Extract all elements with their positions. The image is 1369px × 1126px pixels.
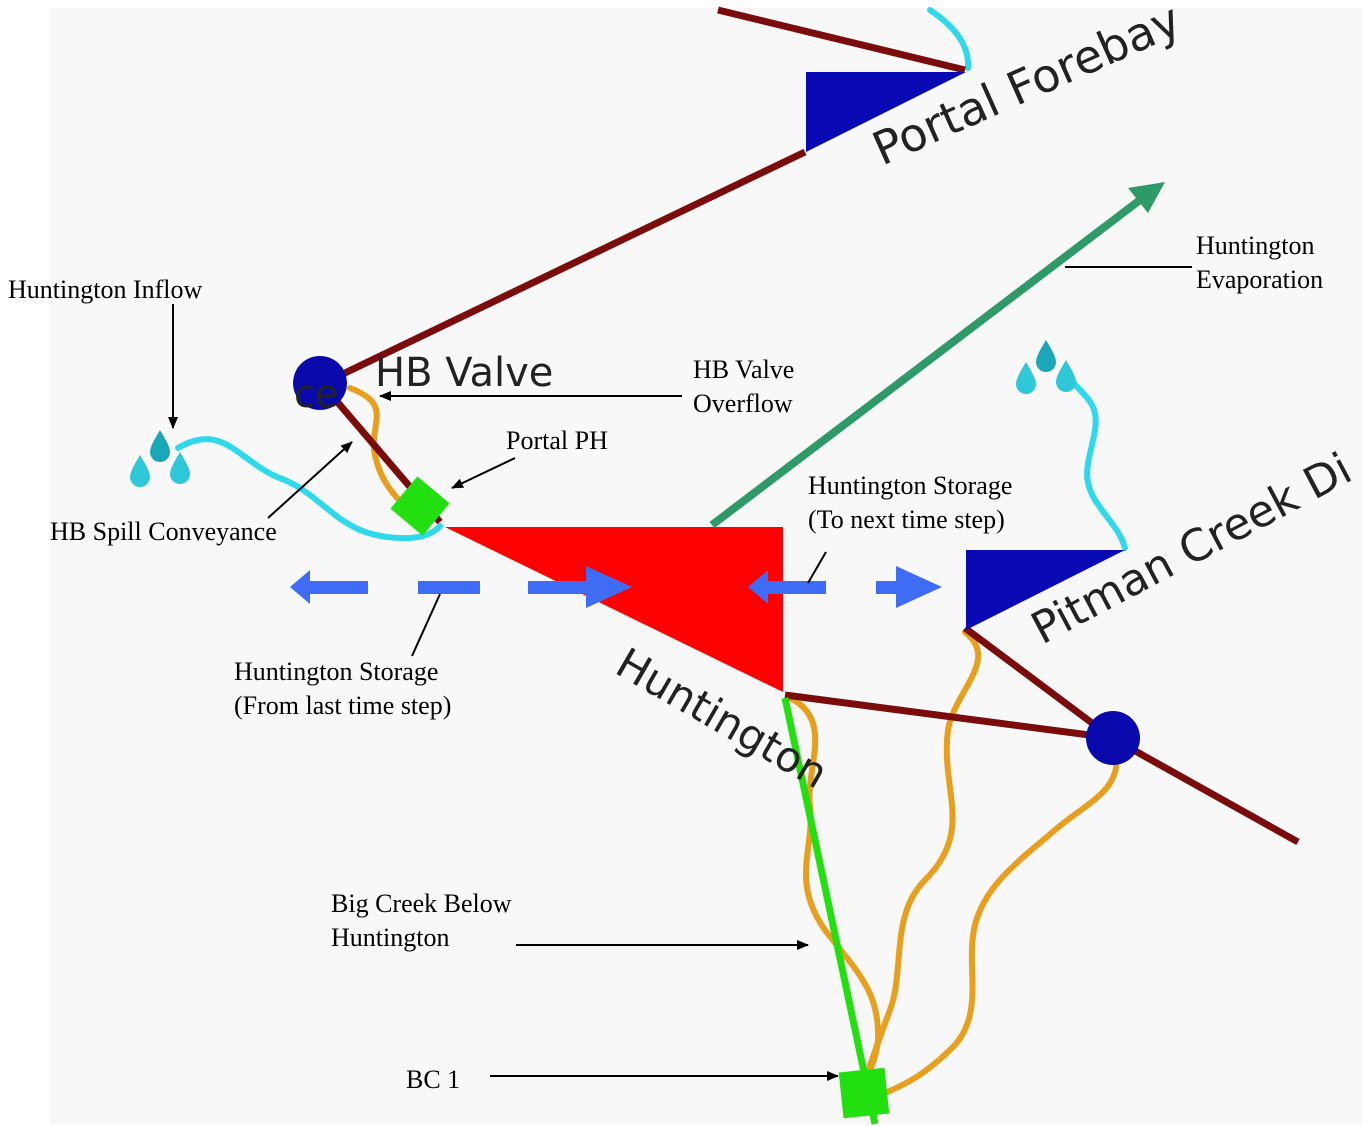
pitman-creek-reservoir <box>966 550 1125 630</box>
hb-valve-label: HB Valve <box>375 350 553 396</box>
portal-ph-label: Portal PH <box>506 426 608 455</box>
portal-forebay-to-hb-valve <box>320 148 807 388</box>
portal-forebay-inflow-river <box>927 7 972 71</box>
hb-spill-conveyance-pointer <box>267 441 353 519</box>
big-creek-below-label-line2: Huntington <box>331 923 449 952</box>
upper-conveyance <box>717 6 966 74</box>
portal-ph-node <box>390 476 450 536</box>
big-creek-below-huntington-link <box>781 697 879 1125</box>
hb-valve-overflow-label-line1: HB Valve <box>693 355 794 384</box>
pitman-return-curve-a <box>859 629 982 1093</box>
bc1-node <box>838 1067 890 1119</box>
storage-next-pointer <box>807 551 827 584</box>
huntington-to-junction <box>784 691 1113 742</box>
storage-last-label-line1: Huntington Storage <box>234 657 438 686</box>
huntington-evaporation-label-line2: Evaporation <box>1196 265 1323 294</box>
portal-ph-pointer <box>451 457 516 489</box>
pitman-inflow-river <box>1065 372 1128 551</box>
storage-to-next-arrow <box>748 566 942 608</box>
storage-from-last-arrow <box>290 566 632 608</box>
portal-forebay-reservoir <box>806 72 966 152</box>
big-creek-below-label-line1: Big Creek Below <box>331 889 512 918</box>
huntington-inflow-label: Huntington Inflow <box>8 275 202 304</box>
huntington-reservoir <box>445 527 783 692</box>
huntington-evaporation-label-line1: Huntington <box>1196 231 1314 260</box>
junction-outflow <box>1110 734 1300 846</box>
storage-next-label-line1: Huntington Storage <box>808 471 1012 500</box>
hb-valve-overflow-label-line2: Overflow <box>693 389 793 418</box>
hb-valve-junction <box>293 356 347 410</box>
hb-valve-fragment-label: ce <box>294 372 338 416</box>
bc1-label: BC 1 <box>406 1065 460 1094</box>
annotation-arrows <box>168 266 1192 1081</box>
river-links <box>175 7 1128 551</box>
pitman-return-curve-b <box>877 742 1120 1098</box>
pitman-junction <box>1086 711 1140 765</box>
water-drop-icon <box>1016 340 1076 394</box>
evaporation-arrow <box>709 182 1165 529</box>
storage-last-pointer <box>411 593 441 657</box>
huntington-inflow-river <box>175 436 443 542</box>
storage-last-label-line2: (From last time step) <box>234 691 451 720</box>
hb-spill-conveyance-label: HB Spill Conveyance <box>50 517 277 546</box>
return-flow-links <box>347 385 1120 1103</box>
water-drop-icon <box>130 430 190 487</box>
storage-next-label-line2: (To next time step) <box>808 505 1005 534</box>
pitman-to-junction <box>962 625 1115 741</box>
